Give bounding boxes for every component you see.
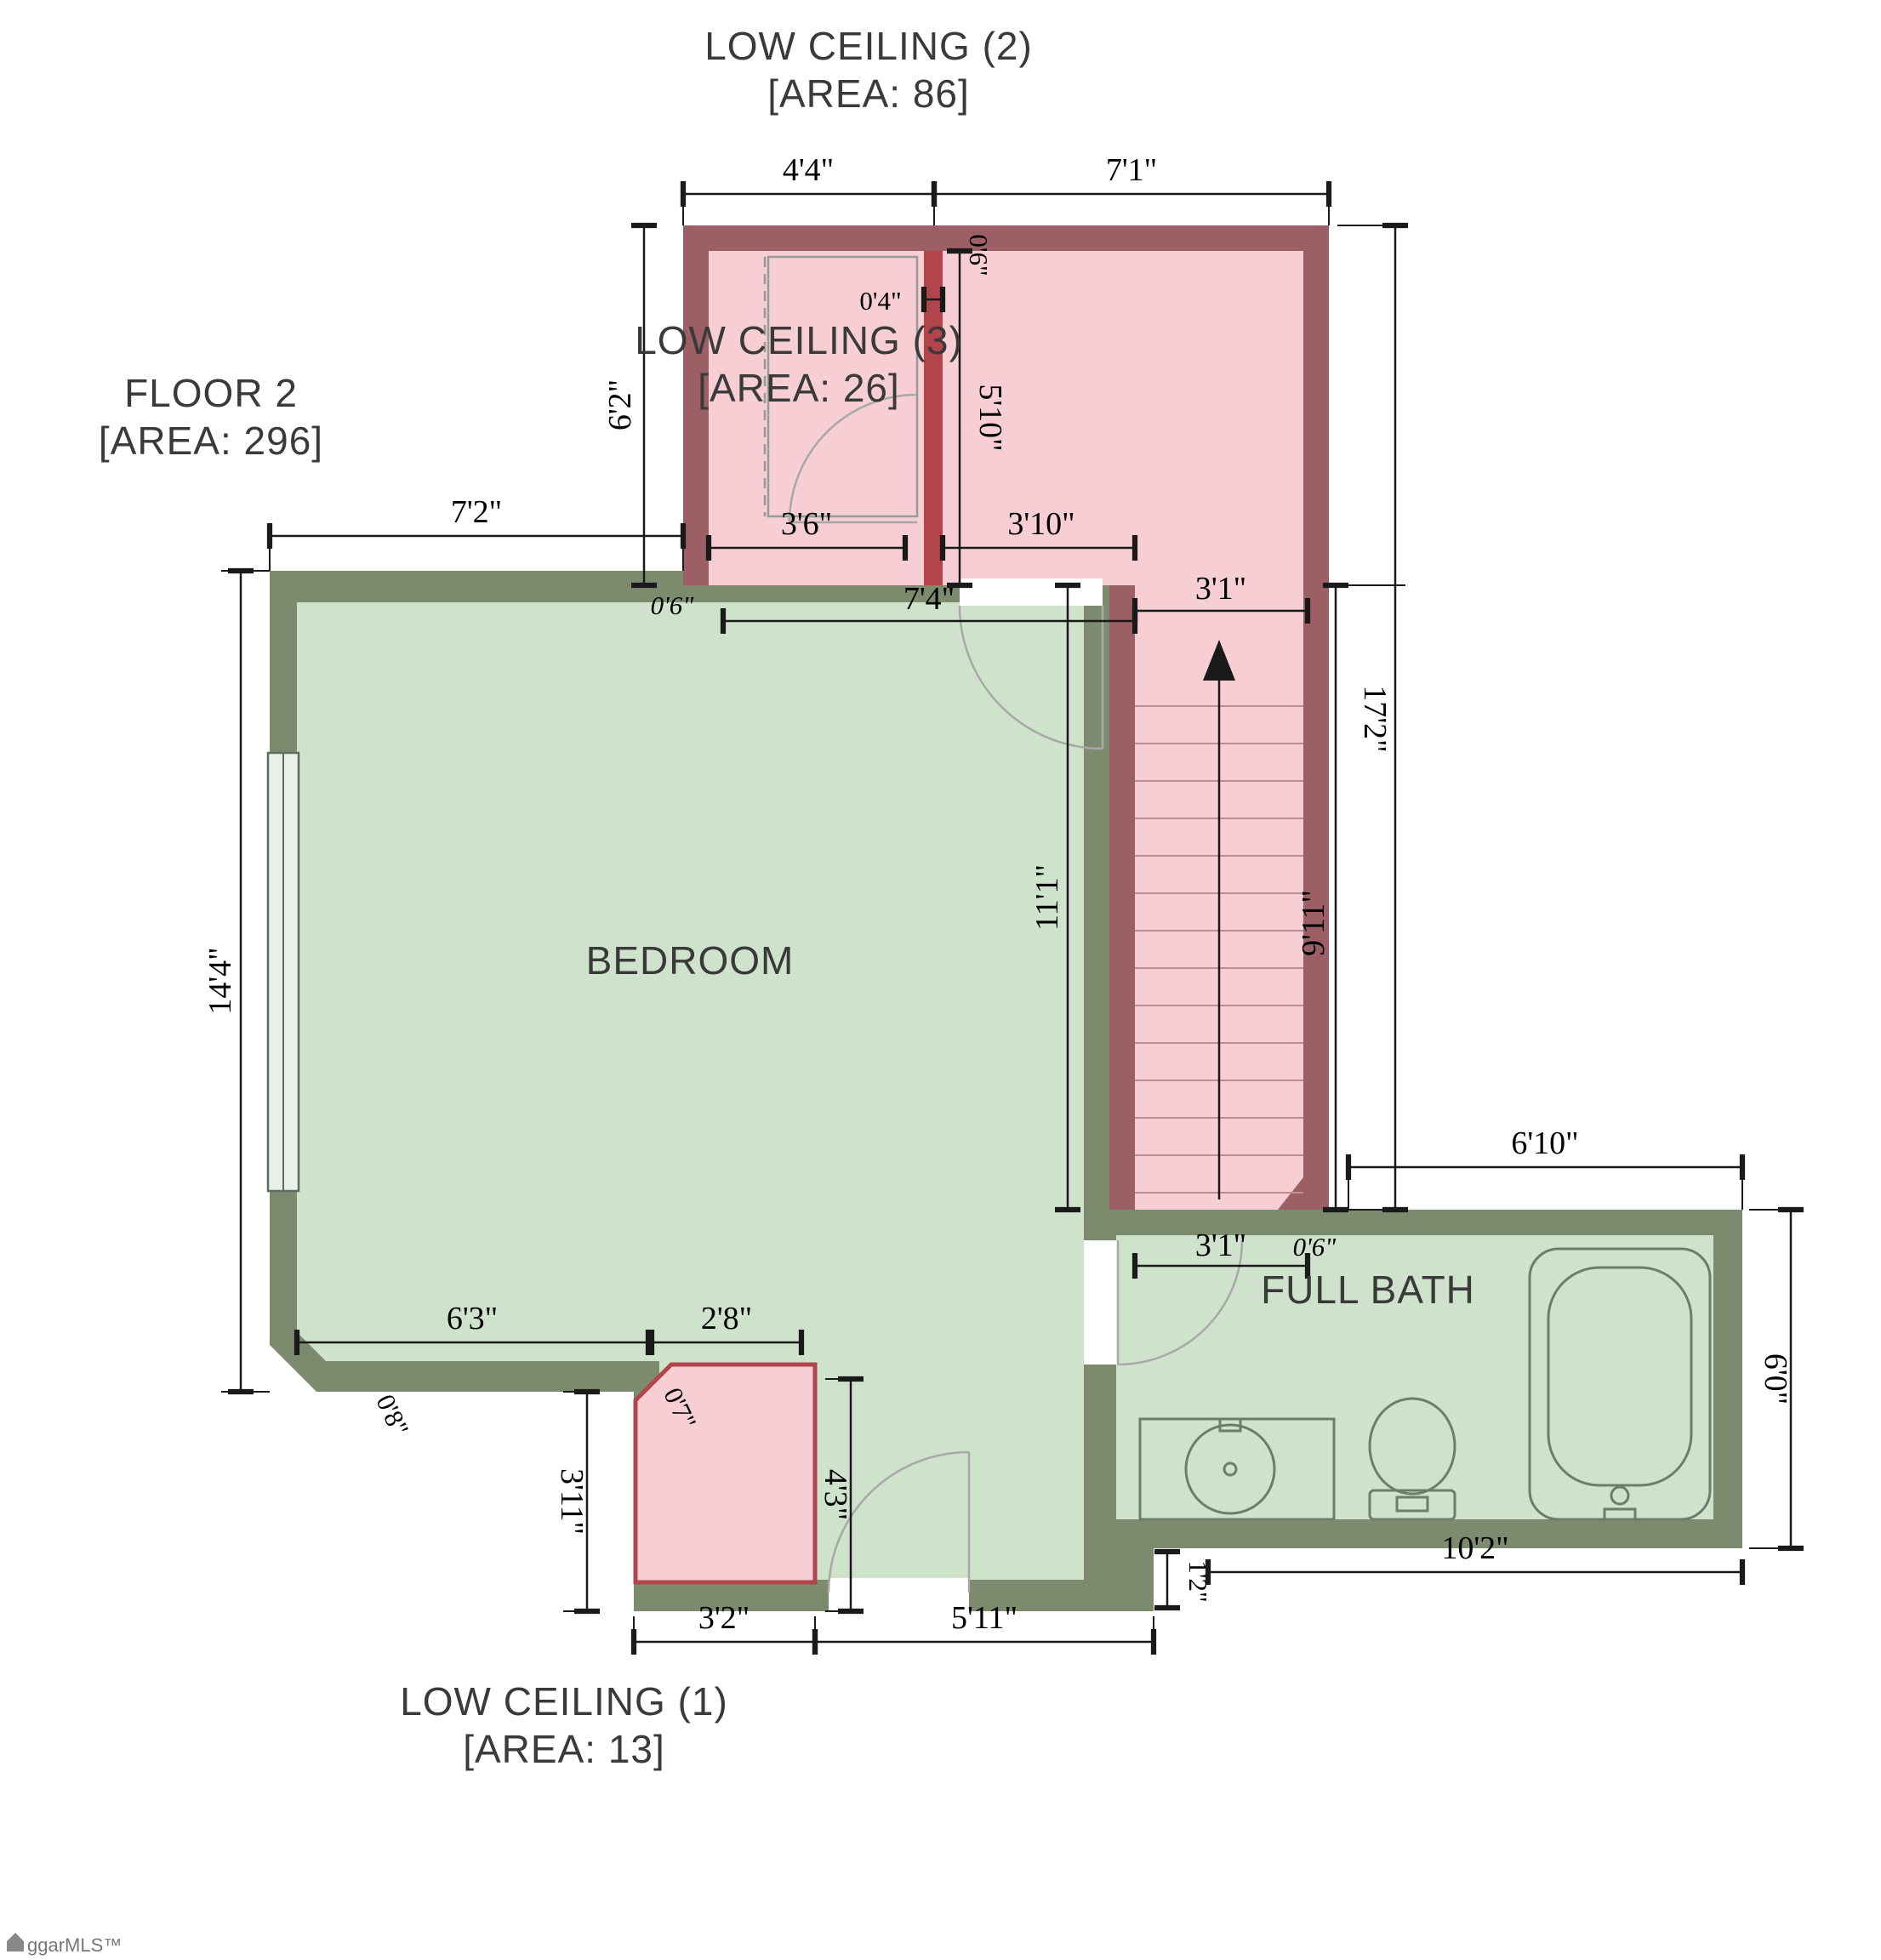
low-ceiling-1-area: [AREA: 13] — [463, 1727, 665, 1771]
dim-extension — [269, 544, 684, 571]
toilet — [1368, 1397, 1456, 1521]
dim-extension — [682, 202, 1330, 225]
low-ceiling-2-area: [AREA: 86] — [767, 71, 970, 116]
upper-pink-structure — [683, 225, 1329, 1210]
dim-label: 7'1" — [1106, 152, 1157, 188]
stair-up-arrow — [1203, 640, 1235, 681]
divider-wall — [924, 251, 943, 585]
dim-extension — [1749, 1209, 1801, 1549]
dim-label: 3'10" — [1007, 506, 1074, 542]
tub-basin — [1547, 1266, 1693, 1487]
window — [266, 751, 300, 1193]
closet-door-arc — [788, 393, 918, 523]
dim-label: 5'10" — [972, 384, 1008, 451]
bedroom-door-opening — [960, 578, 1103, 606]
dim-label: 3'11" — [554, 1468, 590, 1535]
dim-label: 10'2" — [1441, 1530, 1508, 1566]
dim-label: 3'2" — [698, 1600, 750, 1636]
bath-fixtures — [1138, 1247, 1712, 1521]
dim-label: 6'2" — [602, 379, 638, 430]
bathtub — [1528, 1247, 1712, 1521]
tub-faucet — [1603, 1507, 1637, 1521]
upper-pink-floor — [709, 251, 1303, 1210]
staircase — [1135, 640, 1303, 1199]
dim-label: 7'2" — [451, 494, 502, 530]
dim-extension — [563, 1391, 599, 1612]
low-ceiling-1-room — [633, 1362, 818, 1585]
toilet-tank — [1368, 1489, 1456, 1521]
watermark-house-icon — [7, 1933, 24, 1951]
room-labels: LOW CEILING (2) [AREA: 86] FLOOR 2 [AREA… — [99, 24, 1475, 1771]
sink-faucet — [1218, 1417, 1242, 1433]
bathroom-structure — [1084, 1210, 1742, 1548]
dim-label: 6'10" — [1511, 1125, 1578, 1161]
sink-vanity — [1138, 1417, 1336, 1521]
dim-label: 6'0" — [1758, 1353, 1793, 1404]
dim-extension — [221, 570, 270, 1393]
low-ceiling-3-area: [AREA: 26] — [698, 366, 900, 410]
mls-watermark: ggarMLS™ — [7, 1933, 122, 1956]
dim-label: 14'4" — [202, 947, 238, 1014]
dim-label: 4'4" — [783, 152, 834, 188]
dimension-labels: 4'4" 7'1" 0'6" 0'4" 6'2" 5'10" 7'2" 3'6"… — [202, 152, 1793, 1636]
tub-drain — [1610, 1485, 1630, 1506]
low-ceiling-2-label: LOW CEILING (2) — [704, 24, 1033, 68]
floor-label: FLOOR 2 — [124, 371, 298, 415]
dim-label: 3'1" — [1195, 571, 1246, 607]
dim-label: 0'6" — [964, 234, 994, 276]
dim-label: 11'1" — [1029, 864, 1065, 931]
dim-label: 5'11" — [951, 1600, 1017, 1636]
dim-extension — [825, 1378, 863, 1612]
dim-label: 17'2" — [1357, 685, 1393, 752]
closet-outline — [767, 255, 919, 518]
closet — [763, 255, 919, 524]
dim-extension — [633, 1616, 1154, 1652]
dim-label: 6'3" — [447, 1301, 498, 1336]
low-ceiling-1-label: LOW CEILING (1) — [400, 1679, 728, 1724]
dim-extension — [1348, 1178, 1743, 1210]
dim-label: 2'8" — [701, 1301, 752, 1336]
dim-label: 0'6" — [1293, 1232, 1337, 1262]
bath-door-opening — [1084, 1240, 1118, 1365]
dim-label: 7'4" — [903, 581, 955, 617]
low-ceiling-3-label: LOW CEILING (3) — [635, 318, 963, 362]
dim-label: 1'2" — [1183, 1560, 1213, 1602]
floor-area: [AREA: 296] — [99, 419, 323, 463]
dim-label: 0'4" — [859, 286, 901, 316]
toilet-bowl — [1368, 1397, 1456, 1496]
dim-label: 3'6" — [781, 506, 832, 542]
dim-label: 4'3" — [818, 1469, 853, 1520]
bottom-door-arc — [827, 1450, 970, 1593]
sink-bowl — [1184, 1423, 1276, 1515]
watermark-text: ggarMLS™ — [27, 1934, 122, 1956]
dim-label: 0'8" — [370, 1390, 415, 1440]
toilet-lid-button — [1395, 1496, 1429, 1513]
dim-label: 3'1" — [1195, 1228, 1246, 1263]
dimension-lines — [221, 181, 1804, 1655]
bedroom-label: BEDROOM — [586, 938, 795, 983]
dim-label: 9'11" — [1296, 890, 1331, 956]
bathroom-floor — [1116, 1235, 1713, 1519]
dim-label: 0'6" — [651, 590, 695, 620]
sink-drain — [1223, 1461, 1238, 1477]
full-bath-label: FULL BATH — [1261, 1268, 1475, 1312]
